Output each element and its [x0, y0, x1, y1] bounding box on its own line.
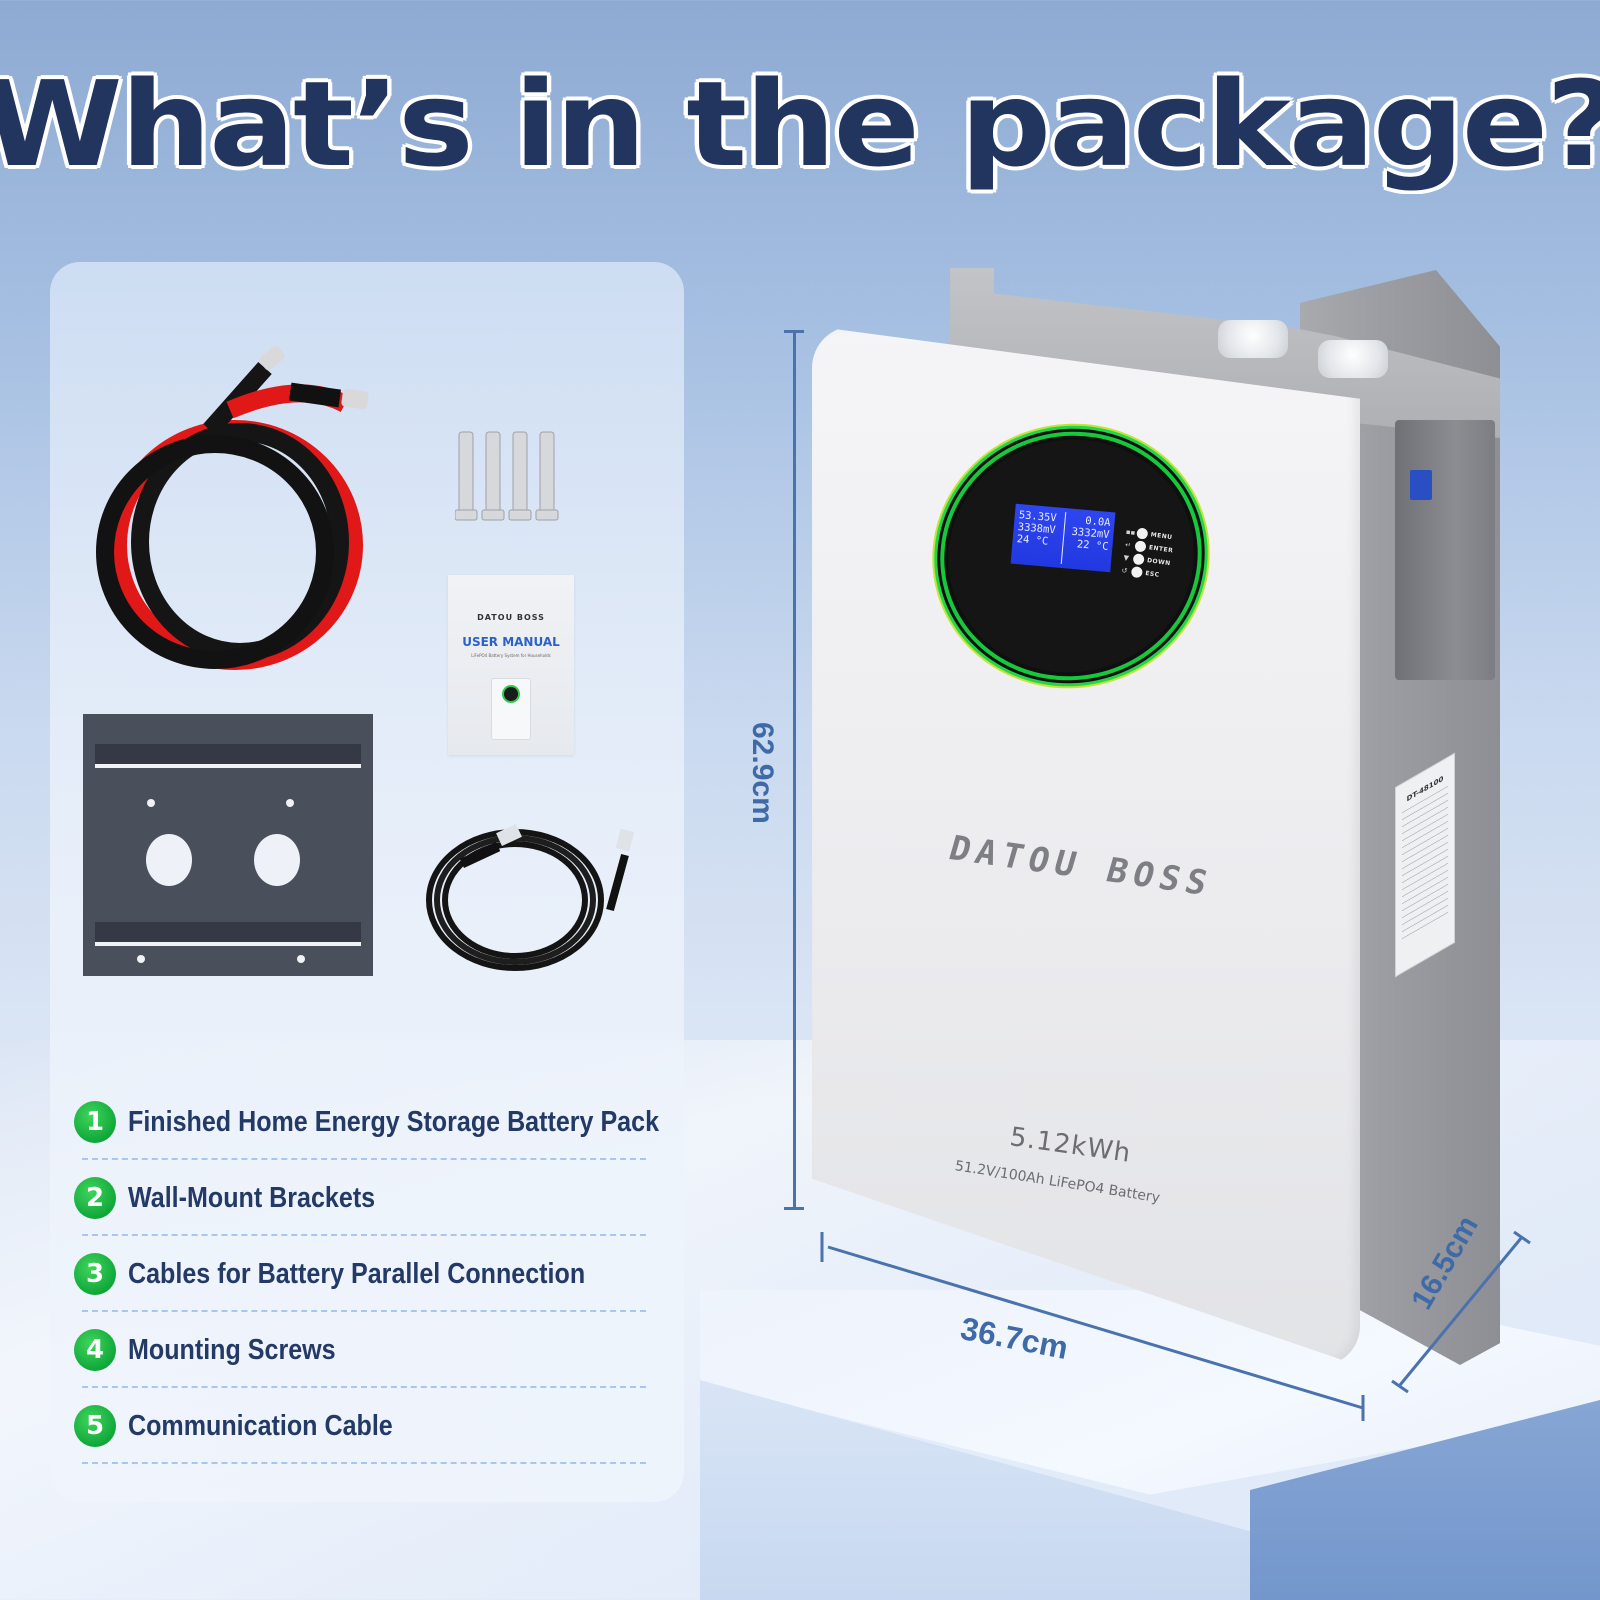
- control-buttons: ▪▪ MENU ↵ ENTER ▼ DOWN ↺ ESC: [1120, 525, 1176, 583]
- user-manual-image: DATOU BOSS USER MANUAL LiFePO4 Battery S…: [448, 575, 574, 755]
- lcd-left-column: 53.35V 3338mV 24 °C: [1016, 509, 1067, 549]
- nameplate-label: DT-48100: [1395, 752, 1455, 978]
- down-arrow-icon: ▼: [1123, 553, 1130, 562]
- battery-terminal-cover: [1318, 340, 1388, 378]
- item-label: Cables for Battery Parallel Connection: [128, 1257, 586, 1290]
- list-item-parallel-cables: 3 Cables for Battery Parallel Connection: [74, 1242, 654, 1318]
- back-icon: ↺: [1121, 566, 1128, 575]
- lcd-temp-right: 22 °C: [1076, 538, 1109, 553]
- item-label: Communication Cable: [128, 1409, 393, 1442]
- button-knob[interactable]: [1136, 527, 1149, 540]
- number-badge: 4: [74, 1329, 116, 1371]
- manual-subtitle: LiFePO4 Battery System for Households: [471, 653, 551, 658]
- height-dimension-label: 62.9cm: [746, 722, 779, 824]
- item-label: Wall-Mount Brackets: [128, 1181, 376, 1214]
- menu-icon: ▪▪: [1125, 527, 1136, 537]
- mounting-screws-image: [455, 431, 559, 521]
- button-knob[interactable]: [1132, 553, 1145, 566]
- battery-side-handle: [1395, 420, 1495, 680]
- button-knob[interactable]: [1134, 540, 1147, 553]
- battery-terminal-cover: [1218, 320, 1288, 358]
- power-cables-image: [96, 345, 369, 670]
- item-label: Finished Home Energy Storage Battery Pac…: [128, 1105, 660, 1138]
- list-item-mounting-screws: 4 Mounting Screws: [74, 1318, 654, 1394]
- number-badge: 2: [74, 1177, 116, 1219]
- page-title: What’s in the package?: [0, 55, 1600, 193]
- list-item-wall-mount-brackets: 2 Wall-Mount Brackets: [74, 1166, 654, 1242]
- manual-brand: DATOU BOSS: [477, 613, 545, 622]
- package-contents-list: 1 Finished Home Energy Storage Battery P…: [74, 1090, 659, 1470]
- number-badge: 1: [74, 1101, 116, 1143]
- manual-title: USER MANUAL: [462, 635, 560, 649]
- button-knob[interactable]: [1130, 565, 1144, 579]
- item-label: Mounting Screws: [128, 1333, 336, 1366]
- list-item-battery-pack: 1 Finished Home Energy Storage Battery P…: [74, 1090, 659, 1166]
- number-badge: 5: [74, 1405, 116, 1447]
- manual-battery-illustration: [491, 678, 531, 740]
- height-dimension-line: [784, 330, 804, 1210]
- breaker-switch: [1410, 470, 1432, 500]
- lcd-right-column: 0.0A 3332mV 22 °C: [1064, 513, 1111, 553]
- wall-mount-bracket-image: [83, 714, 373, 976]
- lcd-screen: 53.35V 3338mV 24 °C 0.0A 3332mV 22 °C: [1010, 503, 1116, 573]
- nameplate-text-lines: [1402, 785, 1448, 943]
- communication-cable-image: [426, 824, 635, 971]
- number-badge: 3: [74, 1253, 116, 1295]
- enter-icon: ↵: [1124, 540, 1132, 550]
- list-item-communication-cable: 5 Communication Cable: [74, 1394, 654, 1470]
